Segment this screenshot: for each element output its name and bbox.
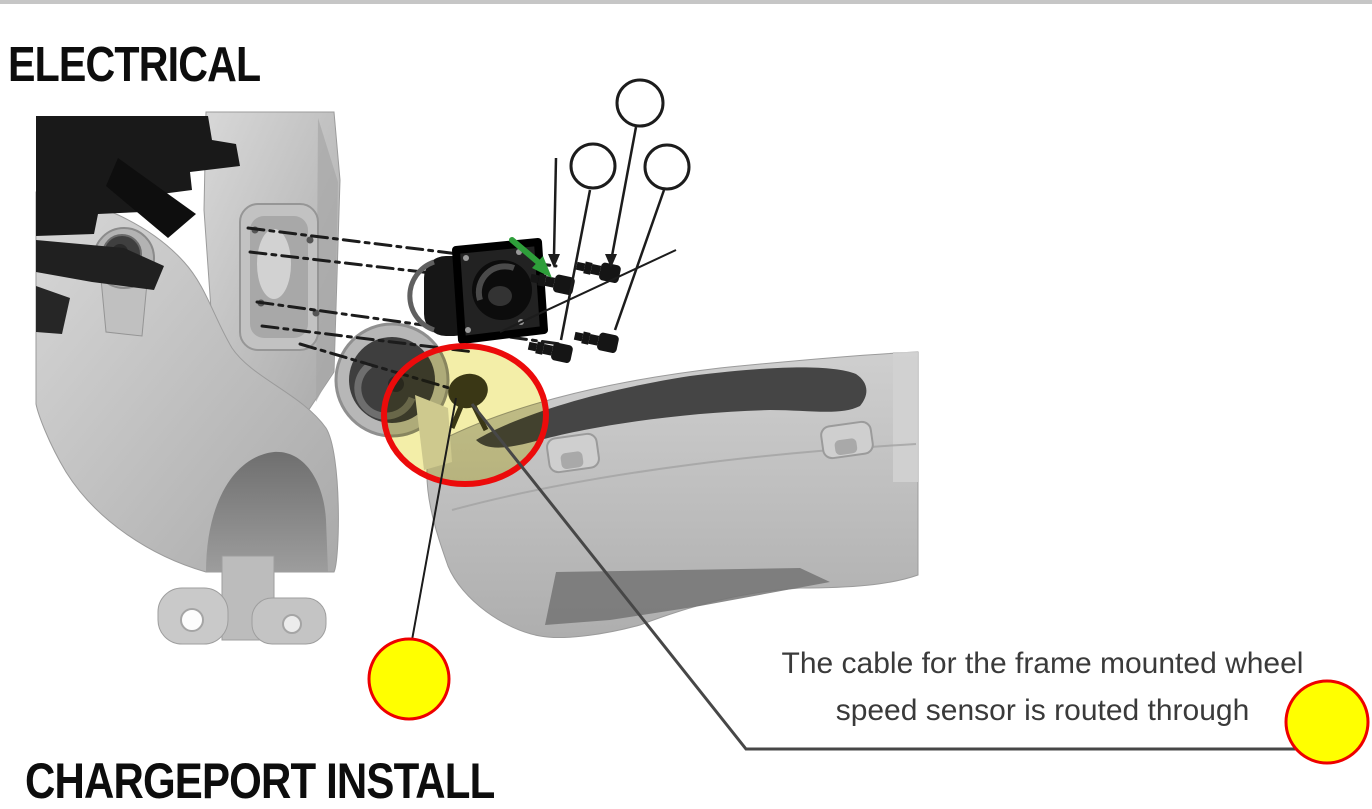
mounting-screw — [529, 273, 575, 295]
chargeport-install-diagram — [35, 78, 1306, 751]
motor-assembly — [36, 116, 240, 334]
caption-text: The cable for the frame mounted wheel sp… — [735, 640, 1350, 734]
mounting-screw — [573, 331, 619, 353]
frame-port-opening — [239, 203, 320, 351]
bike-frame-left — [35, 111, 341, 645]
callout-circles — [569, 78, 691, 191]
callout-circle — [569, 142, 617, 190]
mounting-screw — [527, 341, 573, 363]
page-top-border — [0, 0, 1372, 4]
swingarm-assembly — [426, 351, 919, 639]
callout-circle — [615, 78, 665, 128]
section-heading: ELECTRICAL — [8, 37, 261, 92]
green-install-arrow — [509, 237, 552, 278]
callout-circle — [643, 143, 691, 191]
caption-line-2: speed sensor is routed through — [835, 694, 1250, 727]
marker-leader-lines — [411, 397, 1306, 751]
redaction-marker-right — [1284, 679, 1370, 765]
callout-leader-lines — [499, 126, 677, 341]
redaction-marker-left — [367, 637, 451, 721]
caption-line-1: The cable for the frame mounted wheel — [781, 647, 1304, 680]
cable-guide-clip — [546, 432, 600, 474]
chainstay-protector — [476, 367, 867, 448]
cable-guide-clip — [820, 420, 874, 460]
highlight-fill — [385, 347, 545, 483]
highlight-ellipse — [381, 343, 549, 487]
chargeport-connector — [407, 238, 548, 344]
mounting-screws — [527, 261, 621, 363]
